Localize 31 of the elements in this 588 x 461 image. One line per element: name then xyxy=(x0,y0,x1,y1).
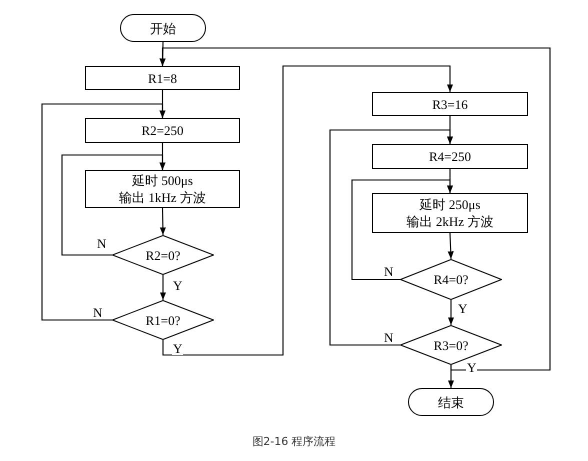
arrow xyxy=(41,103,166,321)
arrow xyxy=(448,232,454,260)
edge-label: Y xyxy=(172,279,184,292)
arrow xyxy=(160,208,166,235)
edge-label: Y xyxy=(457,302,468,315)
arrow xyxy=(159,47,551,371)
process-box: R4=250 xyxy=(372,144,528,169)
decision-diamond: R4=0? xyxy=(400,259,502,300)
process-box: 延时 250μs 输出 2kHz 方波 xyxy=(372,193,528,233)
decision-diamond: R2=0? xyxy=(112,235,214,275)
process-box: R3=16 xyxy=(372,92,528,116)
arrow xyxy=(162,65,454,356)
terminal-box: 结束 xyxy=(408,388,494,416)
arrow xyxy=(160,275,166,300)
edge-label: N xyxy=(383,331,394,344)
edge-label: Y xyxy=(172,342,184,355)
edge-label: N xyxy=(383,265,394,278)
decision-diamond: R3=0? xyxy=(400,325,502,365)
arrow xyxy=(351,179,454,280)
arrow xyxy=(329,129,454,346)
process-box: R2=250 xyxy=(85,118,240,143)
arrow xyxy=(448,300,454,325)
edge-label: Y xyxy=(466,361,478,374)
process-box: 延时 500μs 输出 1kHz 方波 xyxy=(85,170,240,208)
terminal-box: 开始 xyxy=(120,14,206,42)
edge-label: N xyxy=(92,306,104,319)
edge-label: N xyxy=(96,237,108,250)
process-box: R1=8 xyxy=(85,66,240,90)
arrow xyxy=(61,154,166,256)
figure-caption: 图2-16 程序流程 xyxy=(252,435,336,448)
decision-diamond: R1=0? xyxy=(112,300,214,340)
